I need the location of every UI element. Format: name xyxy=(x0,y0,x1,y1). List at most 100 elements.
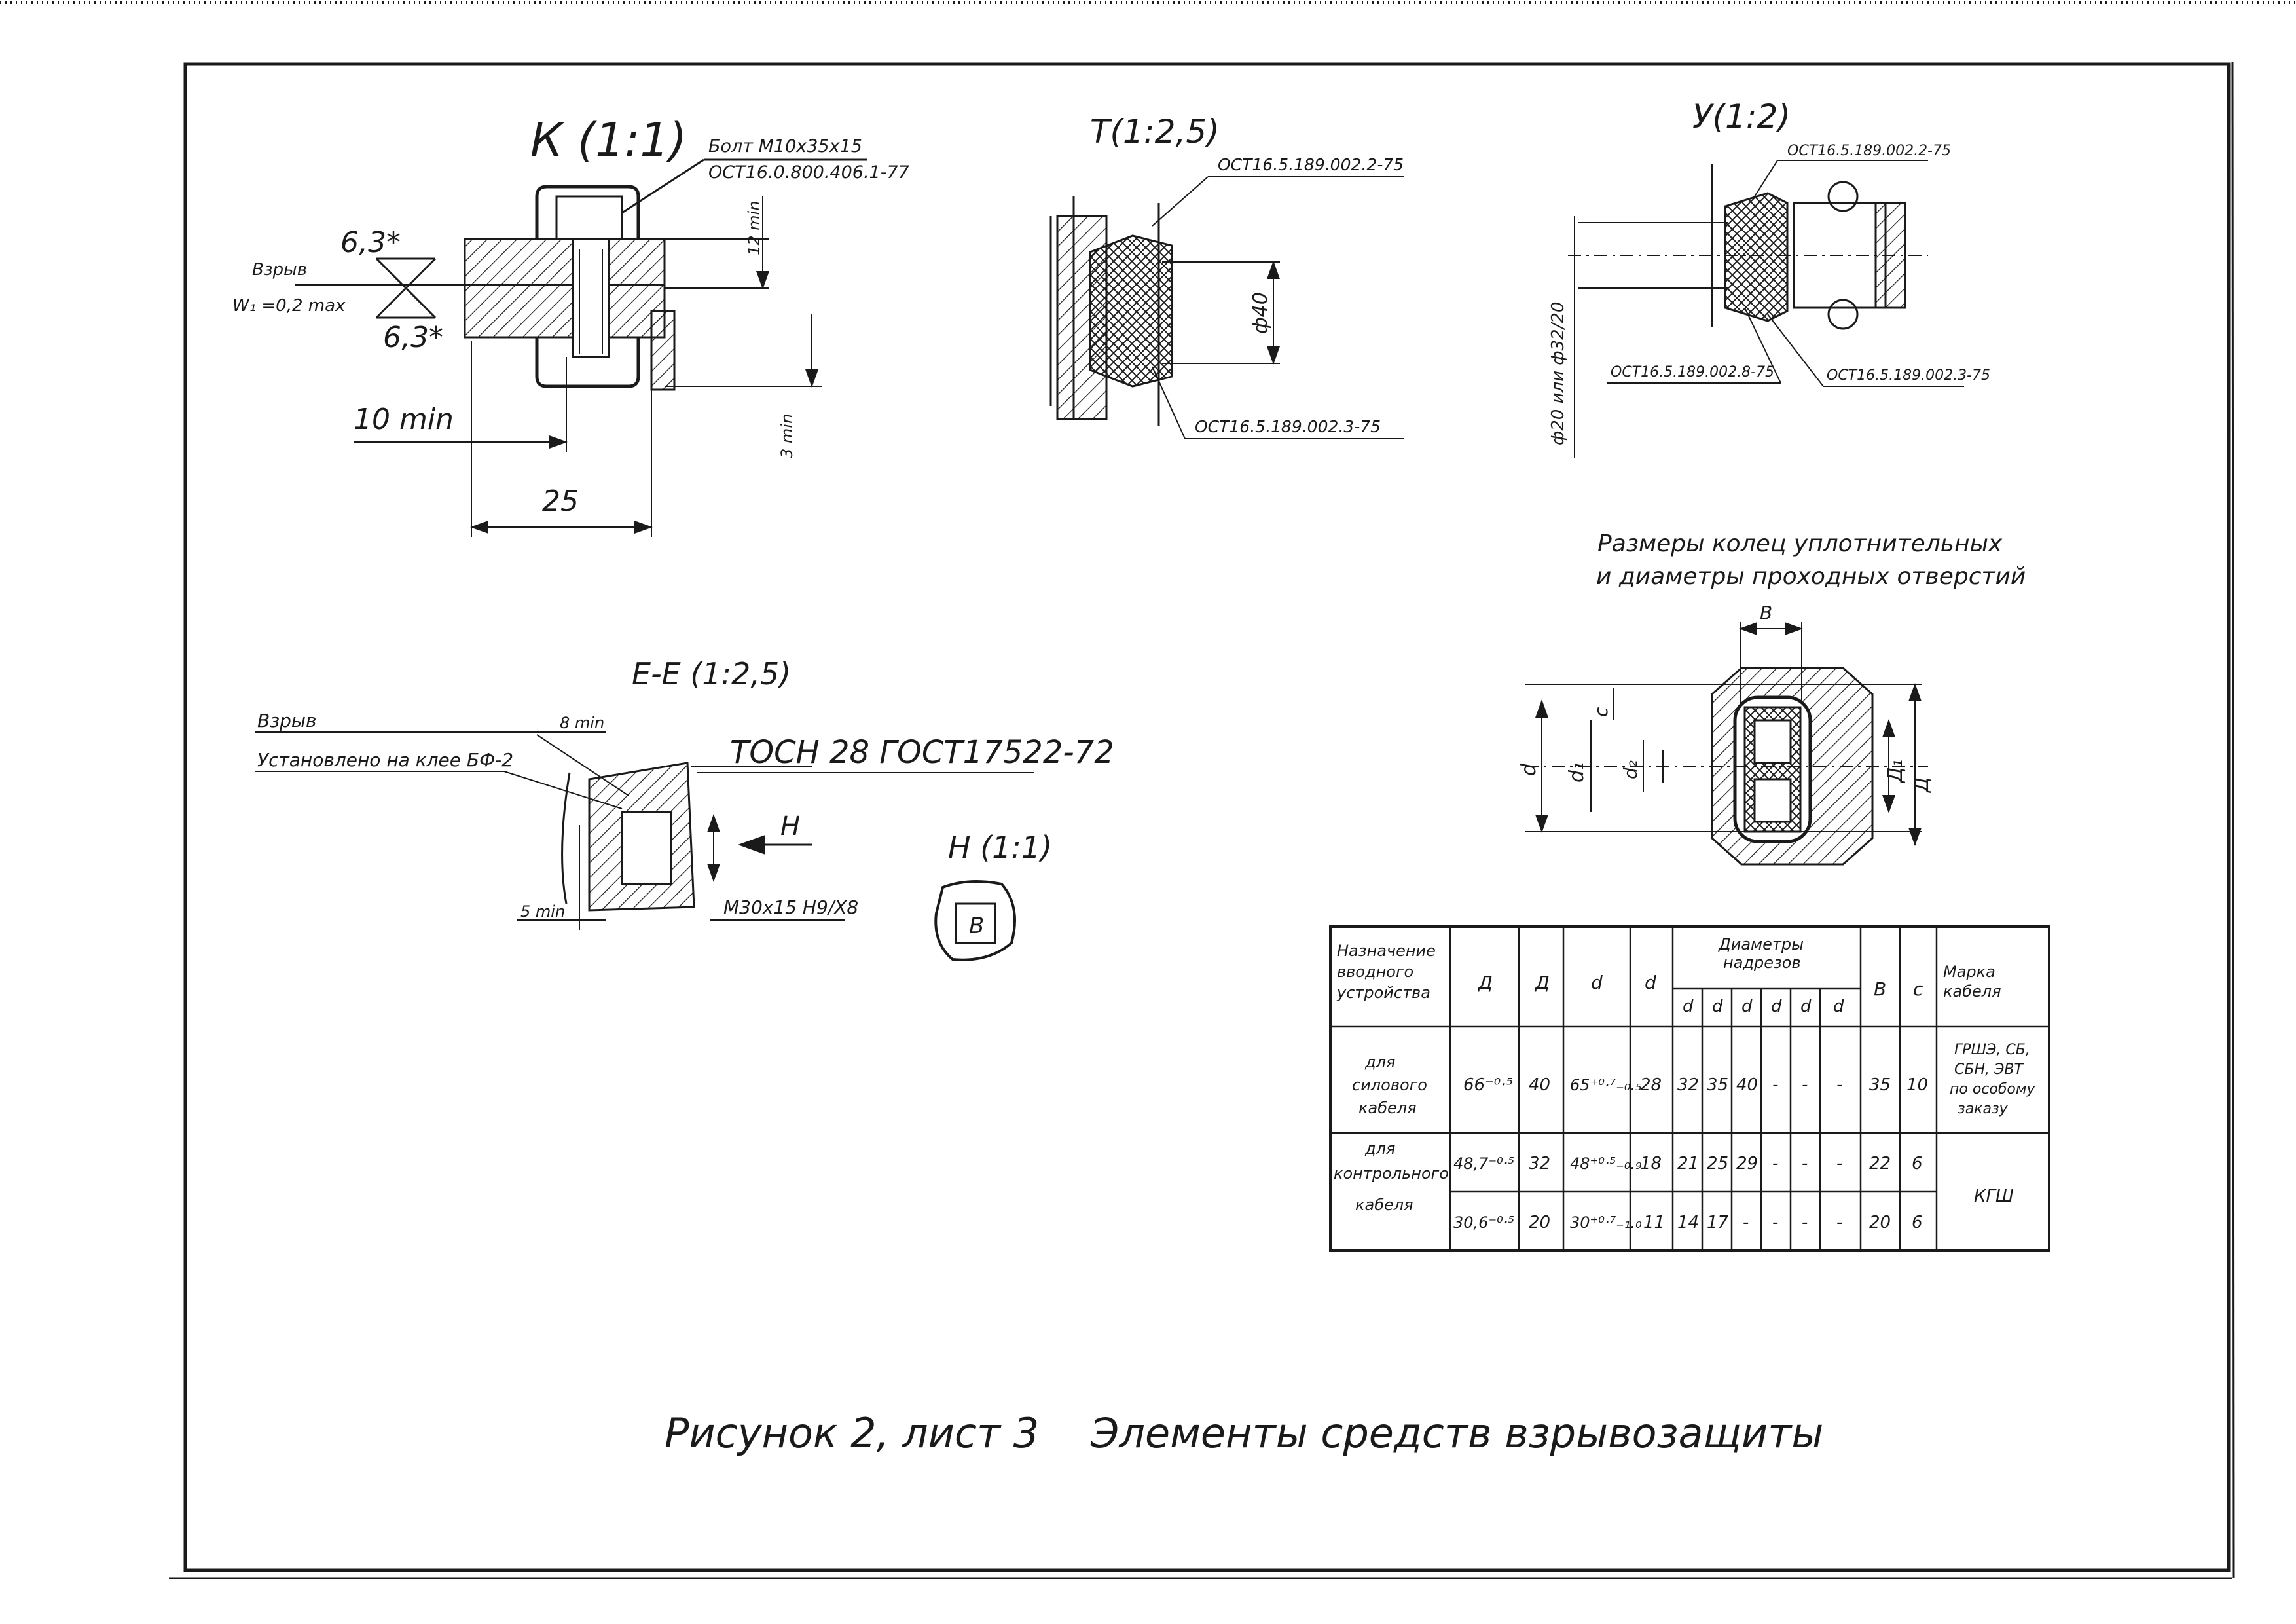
ring-b-label: B xyxy=(1760,602,1772,623)
r3-d2: 11 xyxy=(1643,1213,1665,1232)
ring-caption-line1: Размеры колец уплотнительных xyxy=(1597,530,2003,557)
r2-c: 6 xyxy=(1912,1154,1923,1173)
sheet-frame xyxy=(0,1,2296,1579)
upper-plate xyxy=(464,238,666,286)
ring-d2: d₂ xyxy=(1620,760,1641,779)
r1-purpose-2: силового xyxy=(1352,1076,1427,1094)
r1-B: 35 xyxy=(1869,1075,1891,1095)
ring-D1: Д₁ xyxy=(1884,760,1907,784)
r1-mark-3: по особому xyxy=(1950,1081,2035,1098)
h-sub-1: d xyxy=(1683,997,1694,1016)
h-B: В xyxy=(1874,978,1886,1000)
view-k: К (1:1) Болт М10х35х15 ОСТ16.0.800.406.1… xyxy=(232,113,909,537)
ring-d1: d₁ xyxy=(1565,762,1588,783)
r2-cut-5: - xyxy=(1802,1154,1808,1173)
r2-d2: 18 xyxy=(1640,1154,1662,1173)
h-cut-1: Диаметры xyxy=(1718,935,1804,953)
r3-c: 6 xyxy=(1912,1213,1923,1232)
r1-mark-2: СБН, ЭВТ xyxy=(1954,1061,2024,1078)
dia-40: ф40 xyxy=(1249,292,1272,334)
ring-d: d xyxy=(1518,763,1540,776)
std-t-bottom: ОСТ16.5.189.002.3-75 xyxy=(1195,417,1381,436)
view-h-letter: В xyxy=(969,913,984,939)
r2-purpose-1: для xyxy=(1364,1139,1395,1158)
std-u-left: ОСТ16.5.189.002.8-75 xyxy=(1611,364,1774,380)
h-mark-1: Марка xyxy=(1943,963,1995,981)
h-cut-2: надрезов xyxy=(1723,953,1801,972)
h-L: Д xyxy=(1534,972,1550,993)
gap-label-k: W₁ =0,2 max xyxy=(232,296,346,316)
r2-cut-1: 21 xyxy=(1677,1154,1699,1173)
r3-cut-4: - xyxy=(1772,1213,1778,1232)
view-k-title: К (1:1) xyxy=(530,113,687,167)
r1-cut-2: 35 xyxy=(1707,1075,1728,1095)
explosion-label-ee: Взрыв xyxy=(257,710,316,731)
r2-B: 22 xyxy=(1869,1154,1891,1173)
r2-D: 48,7⁻⁰·⁵ xyxy=(1453,1154,1514,1173)
h-sub-6: d xyxy=(1833,997,1844,1016)
dia-20-32: ф20 или ф32/20 xyxy=(1548,302,1568,445)
section-ee-title: Е-Е (1:2,5) xyxy=(632,656,791,692)
r2-purpose-2: контрольного xyxy=(1334,1164,1449,1183)
h-sub-2: d xyxy=(1712,997,1723,1016)
nut-spec: ТОСН 28 ГОСТ17522-72 xyxy=(730,734,1114,771)
r1-cut-6: - xyxy=(1836,1075,1842,1095)
r3-cut-2: 17 xyxy=(1707,1213,1729,1232)
r2-cut-6: - xyxy=(1836,1154,1842,1173)
thread-spec: М30х15 Н9/Х8 xyxy=(723,896,858,918)
h-sub-5: d xyxy=(1800,997,1812,1016)
r3-B: 20 xyxy=(1869,1213,1891,1232)
h-purpose-1: Назначение xyxy=(1337,942,1436,960)
r3-cut-3: - xyxy=(1743,1213,1749,1232)
view-t: Т(1:2,5) ОСТ16.5.189.002.2-75 ф40 ОСТ16.… xyxy=(1049,113,1404,439)
r1-purpose-1: для xyxy=(1364,1053,1395,1071)
h-purpose-3: устройства xyxy=(1336,984,1430,1002)
figure-caption: Рисунок 2, лист 3 Элементы средств взрыв… xyxy=(665,1409,1823,1457)
r3-L: 20 xyxy=(1529,1213,1550,1232)
r3-D: 30,6⁻⁰·⁵ xyxy=(1453,1213,1514,1232)
r2-d: 48⁺⁰·⁵₋₀.₉ xyxy=(1570,1154,1642,1173)
ring-D: Д xyxy=(1910,777,1933,794)
r1-mark-4: заказу xyxy=(1958,1101,2009,1117)
dim-10min: 10 min xyxy=(354,403,454,436)
r1-cut-3: 40 xyxy=(1736,1075,1758,1095)
r1-purpose-3: кабеля xyxy=(1358,1099,1417,1117)
r3-mark: КГШ xyxy=(1974,1187,2014,1206)
r1-cut-1: 32 xyxy=(1677,1075,1699,1095)
std-u-right: ОСТ16.5.189.002.3-75 xyxy=(1827,367,1990,384)
r1-D: 66⁻⁰·⁵ xyxy=(1463,1075,1513,1095)
r2-cut-3: 29 xyxy=(1736,1154,1758,1173)
h-mark-2: кабеля xyxy=(1943,982,2001,1001)
r3-cut-5: - xyxy=(1802,1213,1808,1232)
dim-5min: 5 min xyxy=(520,902,565,921)
lower-plate xyxy=(464,284,666,339)
r1-c: 10 xyxy=(1906,1075,1928,1095)
roughness-top: 6,3* xyxy=(340,226,401,259)
seal-ring-u xyxy=(1724,192,1789,322)
r2-L: 32 xyxy=(1529,1154,1550,1173)
view-t-title: Т(1:2,5) xyxy=(1090,113,1220,151)
view-u: У(1:2) ОСТ16.5.189.002.2-75 ф20 или ф32/… xyxy=(1548,98,1990,458)
ring-caption-line2: и диаметры проходных отверстий xyxy=(1596,563,2026,590)
r2-purpose-3: кабеля xyxy=(1355,1196,1413,1214)
h-d: d xyxy=(1591,972,1603,993)
r1-L: 40 xyxy=(1529,1075,1550,1095)
seal-ring-t xyxy=(1089,234,1173,388)
explosion-label-k: Взрыв xyxy=(252,260,307,280)
dim-12min: 12 min xyxy=(745,201,763,255)
r3-cut-6: - xyxy=(1836,1213,1842,1232)
h-sub-3: d xyxy=(1741,997,1753,1016)
h-D: Д xyxy=(1477,972,1493,993)
arrow-h-label: Н xyxy=(780,811,800,841)
view-h-title: Н (1:1) xyxy=(948,830,1052,865)
h-d2: d xyxy=(1645,972,1656,993)
r1-d2: 28 xyxy=(1640,1075,1662,1095)
dim-8min: 8 min xyxy=(560,714,604,732)
r1-cut-4: - xyxy=(1772,1075,1778,1095)
view-u-title: У(1:2) xyxy=(1692,98,1791,136)
glue-label: Установлено на клее БФ-2 xyxy=(257,749,513,771)
h-purpose-2: вводного xyxy=(1337,963,1413,981)
std-t-top: ОСТ16.5.189.002.2-75 xyxy=(1218,155,1404,174)
dimensions-table: Назначение вводного устройства Д Д d d Д… xyxy=(1329,925,2050,1252)
